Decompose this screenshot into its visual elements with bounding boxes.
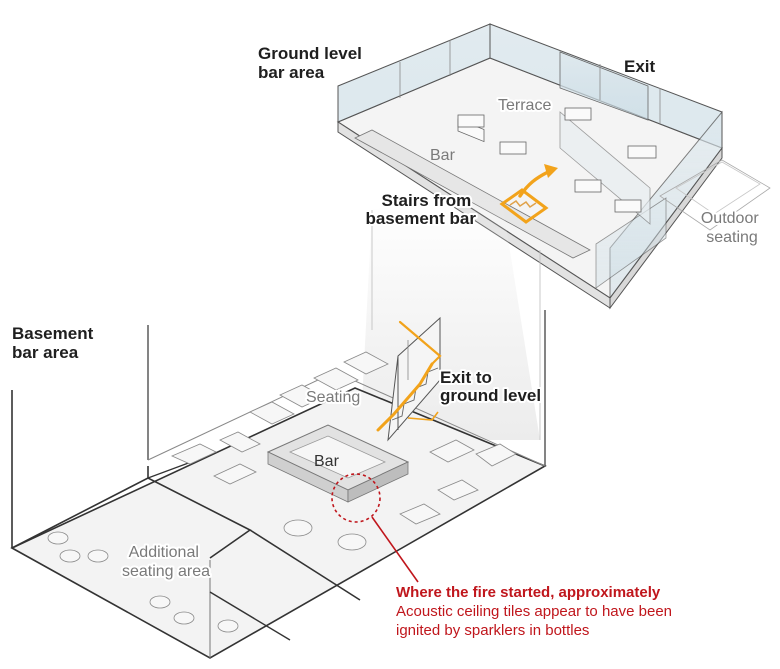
- fire-origin-description: Acoustic ceiling tiles appear to have be…: [396, 603, 676, 639]
- seating-label: Seating: [306, 389, 360, 406]
- ground-bar-label: Bar: [430, 147, 456, 164]
- basement-floor: [10, 310, 547, 659]
- outdoor-seating-label: Outdoor seating: [701, 210, 763, 246]
- additional-seating-label: Additional seating area: [122, 544, 210, 580]
- basement-label: Basement bar area: [12, 324, 98, 362]
- exit-label: Exit: [624, 57, 656, 76]
- exit-path-route: [376, 320, 442, 432]
- ground-level-label: Ground level bar area: [258, 44, 367, 82]
- fire-origin-marker: [331, 473, 419, 583]
- basement-bar-label: Bar: [314, 453, 340, 470]
- exit-to-ground-label: Exit to ground level: [440, 368, 541, 405]
- terrace-label: Terrace: [498, 97, 551, 114]
- stairs-from-label: Stairs from basement bar: [365, 191, 476, 228]
- fire-origin-title: Where the fire started, approximately: [396, 584, 661, 601]
- upper-stairs-icon: [499, 164, 558, 224]
- ground-level-floor: [336, 23, 771, 310]
